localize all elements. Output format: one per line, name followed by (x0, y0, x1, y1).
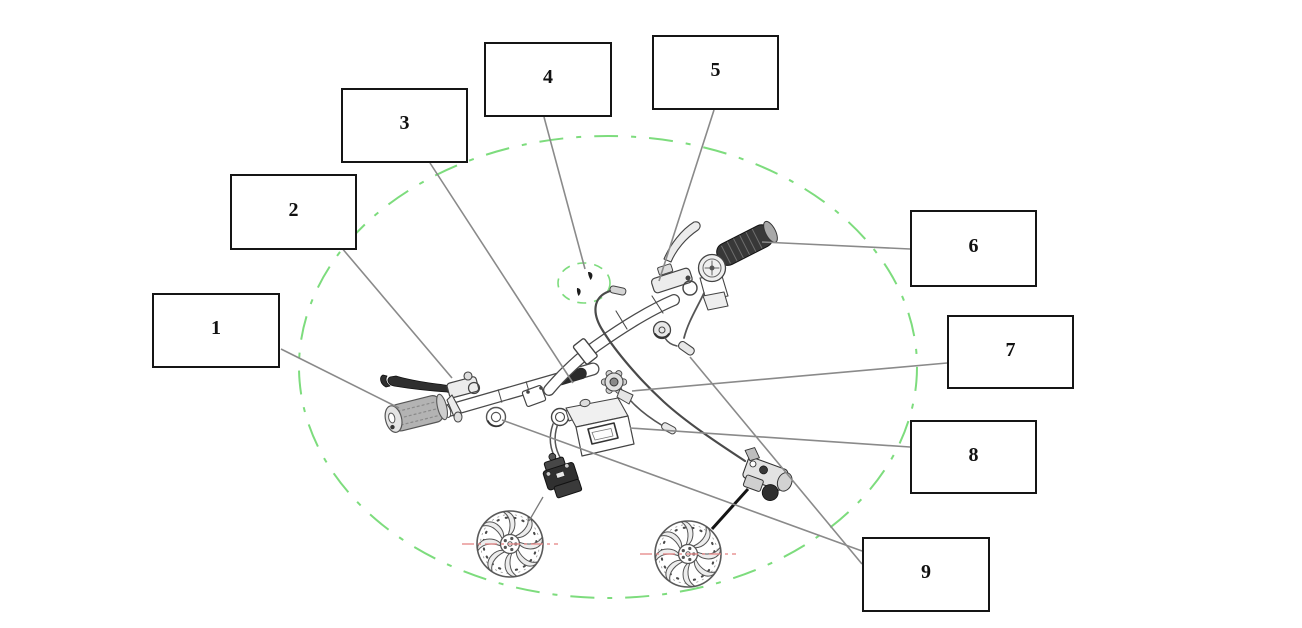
detail-dashed-circle (557, 262, 611, 304)
callout-label: 9 (921, 561, 931, 583)
right-brake-lever (594, 221, 747, 463)
callout-box-4: 4 (484, 42, 612, 117)
leader-line-6 (761, 241, 911, 250)
callout-label: 2 (288, 198, 299, 221)
callout-label: 7 (1005, 338, 1016, 361)
callout-box-6: 6 (910, 210, 1037, 287)
callout-label: 8 (968, 443, 979, 466)
brake-hose-right (594, 289, 747, 463)
display-unit (549, 397, 635, 462)
callout-label: 6 (968, 235, 979, 257)
caliper-rotor-connector (528, 496, 544, 522)
bell-ring (485, 406, 507, 428)
throttle-cable (683, 292, 705, 339)
handlebar-right-tube (543, 294, 680, 396)
leader-line-9 (501, 419, 863, 552)
parts-artwork (380, 220, 793, 588)
caliper-rotor-connector (710, 487, 750, 531)
leader-line-5 (658, 109, 715, 282)
callout-box-1: 1 (152, 293, 280, 368)
leader-line-1 (280, 348, 400, 409)
leader-line-2 (340, 246, 453, 379)
callout-label: 5 (710, 59, 721, 81)
leader-line-8 (629, 427, 911, 448)
enclosure-dashed-ellipse (298, 135, 918, 599)
mounting-screws (576, 271, 593, 296)
right-brake-caliper (742, 447, 793, 501)
throttle-grip (683, 220, 778, 339)
leader-line-7 (631, 362, 948, 392)
leader-line-4 (543, 116, 586, 270)
callout-box-3: 3 (341, 88, 468, 163)
callout-box-9: 9 (862, 537, 990, 612)
left-brake-lever (380, 371, 481, 423)
callout-label: 4 (543, 66, 553, 88)
callout-box-5: 5 (652, 35, 779, 110)
callout-box-2: 2 (230, 174, 357, 250)
left-grip (384, 393, 449, 433)
callout-box-8: 8 (910, 420, 1037, 494)
callout-box-7: 7 (947, 315, 1074, 389)
left-brake-caliper (542, 452, 583, 499)
callout-label: 1 (211, 317, 221, 339)
leader-line-3 (429, 162, 574, 384)
callout-label: 3 (399, 112, 410, 134)
cable-connector (652, 320, 695, 356)
stem-clamp (521, 385, 547, 407)
leader-line-9 (689, 356, 863, 565)
